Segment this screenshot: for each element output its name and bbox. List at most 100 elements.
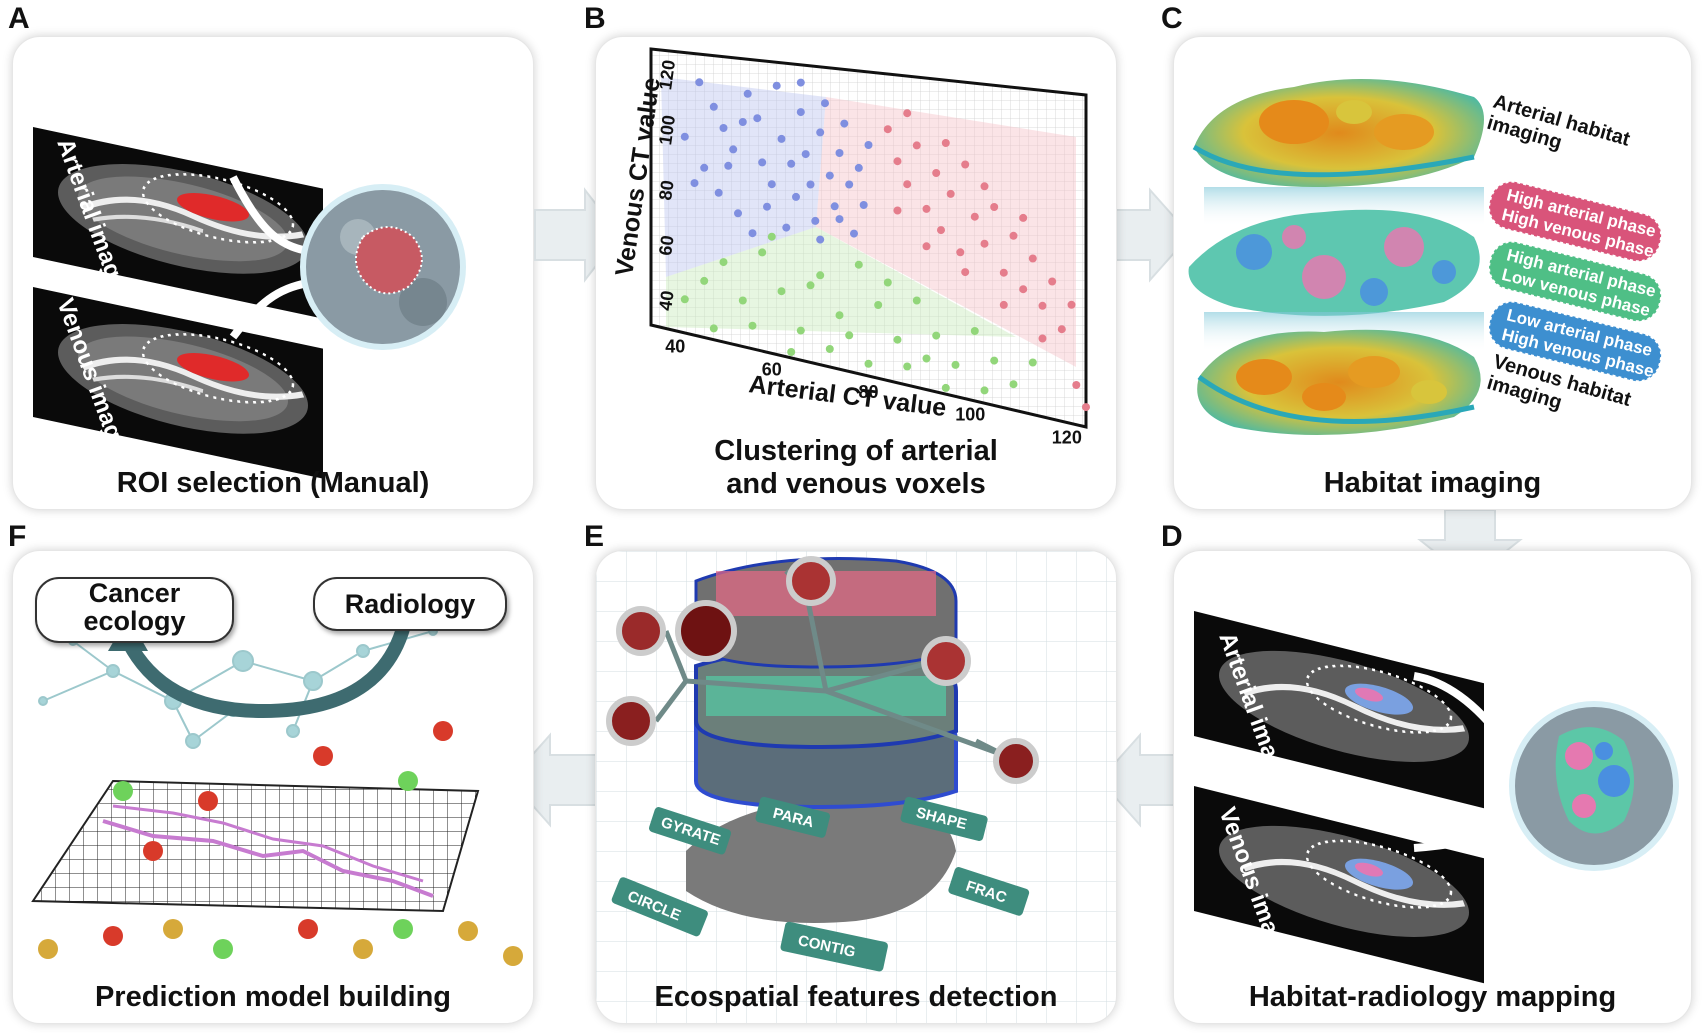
scatter-point-0-20 — [835, 149, 844, 157]
panel-letter-e: E — [584, 520, 605, 553]
arterial-habitat-label: Arterial habitat imaging — [1485, 91, 1633, 154]
scatter-point-1-22 — [941, 139, 950, 147]
caption-clustering-line1: Clustering of arterial — [714, 435, 998, 467]
scatter-point-0-9 — [777, 134, 786, 143]
scatter-point-1-20 — [1067, 300, 1076, 309]
scatter-point-1-2 — [903, 180, 912, 189]
y-tick-120: 120 — [655, 59, 679, 92]
scatter-point-0-17 — [821, 99, 829, 108]
scatter-point-2-31 — [922, 354, 931, 363]
habitat-zoom-circle — [1509, 701, 1679, 871]
scatter-point-2-30 — [883, 278, 892, 287]
sphere-6-icon — [993, 738, 1039, 784]
x-tick-100: 100 — [955, 405, 985, 425]
scatter-point-0-1 — [709, 102, 718, 111]
y-tick-100: 100 — [655, 114, 679, 147]
scatter-point-0-5 — [753, 114, 762, 123]
scatter-point-1-1 — [893, 157, 902, 166]
prediction-illustration — [31, 604, 523, 966]
panel-habitat-radiology: Arterial image Venous image Habitat-radi… — [1173, 550, 1692, 1024]
panel-letter-b: B — [584, 2, 606, 35]
scatter-point-2-15 — [970, 327, 979, 335]
scatter-point-1-12 — [990, 203, 999, 211]
scatter-point-0-18 — [825, 171, 834, 180]
bubble-cancer-ecology-line1: Cancer — [88, 578, 181, 608]
x-tick-80: 80 — [859, 382, 879, 402]
scatter-point-1-19 — [1057, 325, 1066, 334]
scatter-point-1-15 — [1019, 285, 1028, 294]
bubble-cancer-ecology: Cancer ecology — [35, 577, 234, 643]
scatter-point-0-10 — [787, 159, 796, 168]
scatter-point-1-21 — [903, 109, 912, 118]
scatter-point-2-25 — [941, 383, 950, 392]
scatter-point-2-13 — [932, 331, 941, 340]
scatter-point-2-18 — [1028, 358, 1037, 367]
scatter-point-0-29 — [734, 209, 742, 218]
scatter-point-0-12 — [796, 108, 805, 117]
scatter-point-1-24 — [1019, 213, 1028, 222]
scatter-point-0-34 — [690, 179, 699, 188]
trend-line — [102, 819, 434, 898]
grid-plane — [31, 779, 480, 913]
network-graph — [38, 626, 438, 749]
x-tick-40: 40 — [665, 337, 685, 357]
scatter-point-0-11 — [792, 192, 800, 201]
scatter-point-0-26 — [864, 141, 873, 149]
scatter-point-2-28 — [806, 281, 815, 290]
scatter-point-0-35 — [724, 161, 733, 170]
stacked-layers — [694, 557, 958, 809]
venous-ct-slice — [33, 287, 323, 479]
scatter-point-1-10 — [970, 212, 979, 221]
scatter-point-2-22 — [825, 345, 834, 353]
sphere-2-icon — [606, 696, 656, 746]
scatter-point-2-29 — [845, 331, 854, 340]
scatter-point-2-4 — [758, 248, 767, 257]
scatter-point-1-9 — [961, 160, 970, 169]
scatter-point-0-37 — [796, 78, 805, 87]
scatter-point-0-33 — [680, 132, 689, 141]
caption-habitat-imaging: Habitat imaging — [1323, 467, 1542, 499]
scatter-point-0-14 — [806, 180, 815, 189]
venous-ct-slice-d — [1194, 786, 1484, 984]
scatter-point-0-32 — [782, 223, 791, 232]
scatter-point-1-0 — [883, 125, 892, 134]
scatter-point-1-7 — [946, 189, 955, 198]
scatter-point-1-4 — [922, 204, 931, 213]
caption-clustering-line2: and venous voxels — [726, 468, 986, 500]
scatter-point-1-30 — [1072, 381, 1081, 389]
scatter-point-0-27 — [700, 163, 709, 172]
scatter-point-1-29 — [1038, 334, 1047, 343]
mapping-illustration: Arterial image Venous image — [1194, 611, 1679, 984]
sphere-3-icon — [675, 600, 737, 662]
scatter-point-2-12 — [912, 296, 921, 305]
scatter-point-1-14 — [1009, 231, 1018, 240]
panel-letter-c: C — [1161, 2, 1183, 35]
scatter-point-0-4 — [743, 89, 752, 98]
panel-roi-selection: Arterial image Venous image ROI selectio… — [12, 36, 534, 510]
scatter-point-1-13 — [999, 268, 1008, 277]
scatter-point-0-7 — [767, 180, 776, 189]
bubble-cancer-ecology-line2: ecology — [83, 606, 186, 636]
panel-ecospatial-features: PARA SHAPE FRAC CONTIG CIRCLE GYRATE — [595, 550, 1117, 1024]
scatter-point-0-22 — [845, 180, 854, 189]
mixed-habitat-map — [1188, 209, 1480, 316]
scatter-point-2-20 — [748, 321, 757, 330]
scatter-point-2-5 — [777, 287, 786, 296]
scatter-point-1-17 — [1038, 301, 1047, 310]
scatter-point-2-24 — [903, 362, 912, 371]
scatter-point-1-6 — [937, 226, 945, 235]
scatter-point-0-6 — [758, 158, 767, 167]
scatter-point-2-23 — [864, 359, 873, 368]
scatter-point-1-28 — [999, 300, 1008, 309]
panel-prediction-model: Cancer ecology Radiology Prediction mode… — [12, 550, 534, 1024]
scatter-point-2-11 — [893, 335, 902, 344]
roi-illustration: Arterial image Venous image — [33, 127, 466, 479]
scatter-point-1-18 — [1048, 277, 1057, 286]
scatter-point-0-2 — [719, 124, 728, 132]
arterial-habitat-surface — [1192, 79, 1484, 187]
scatter-point-2-0 — [680, 295, 689, 304]
scatter-point-2-2 — [719, 258, 728, 267]
bubble-radiology: Radiology — [313, 577, 507, 631]
panel-letter-a: A — [8, 2, 30, 35]
